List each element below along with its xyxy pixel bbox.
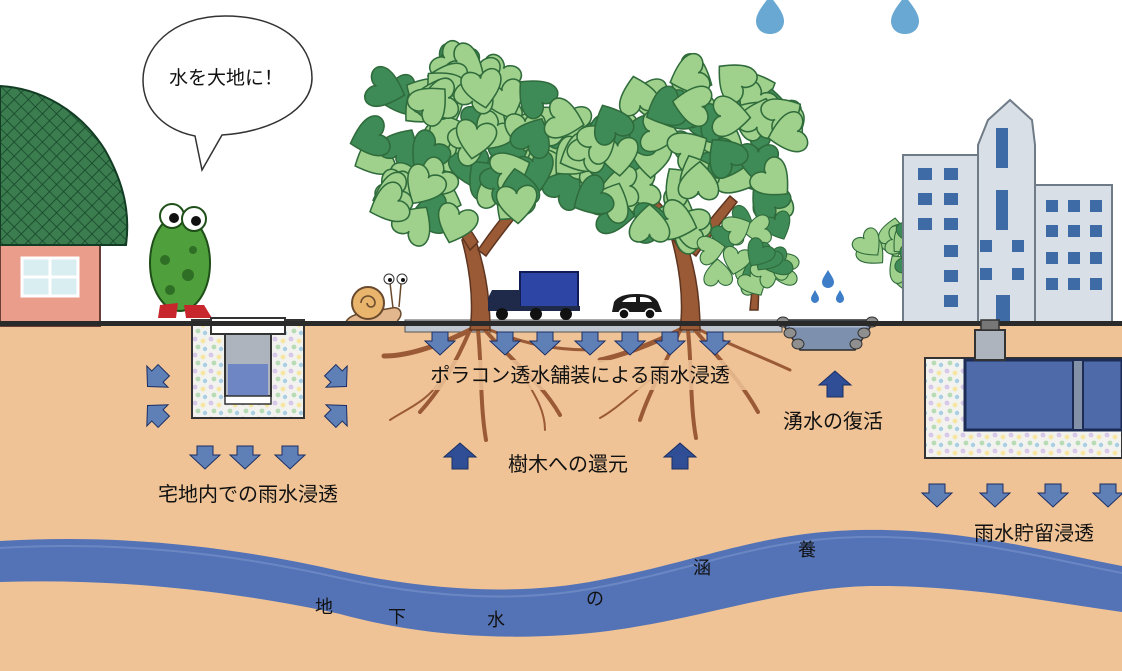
storage-tank <box>924 319 1122 459</box>
infiltration-pit <box>191 317 305 419</box>
snail-character <box>344 273 408 325</box>
residential-infiltration-label: 宅地内での雨水浸透 <box>158 482 338 506</box>
speech-bubble-text: 水を大地に！ <box>169 67 283 89</box>
water-droplet-icon <box>811 290 819 303</box>
water-droplet-icon <box>822 270 834 288</box>
storage-infiltration-label: 雨水貯留浸透 <box>974 521 1094 545</box>
rain-drop-icon <box>891 0 919 34</box>
car-icon <box>612 294 662 320</box>
water-droplet-icon <box>836 290 844 303</box>
tree-return-label: 樹木への還元 <box>508 452 628 476</box>
groundwater-char: 養 <box>798 540 816 561</box>
porous-pavement-label: ポラコン透水舗装による雨水浸透 <box>430 363 729 387</box>
groundwater-char: 水 <box>487 610 505 631</box>
spring-revival-label: 湧水の復活 <box>783 409 883 433</box>
groundwater-char: 下 <box>388 607 406 628</box>
buildings <box>902 98 1113 324</box>
house-roof <box>0 84 129 246</box>
groundwater-recharge-label: 地 下 水 の 涵 養 <box>315 540 816 631</box>
truck-icon <box>488 271 580 320</box>
speech-bubble: 水を大地に！ <box>142 15 313 173</box>
groundwater-char: の <box>586 589 604 610</box>
ground-line <box>0 321 1122 326</box>
groundwater-char: 地 <box>315 597 333 618</box>
groundwater-stream <box>0 529 1122 637</box>
groundwater-char: 涵 <box>693 558 711 579</box>
building-windows <box>918 128 1102 321</box>
rain-drop-icon <box>756 0 784 34</box>
frog-character <box>149 203 212 318</box>
